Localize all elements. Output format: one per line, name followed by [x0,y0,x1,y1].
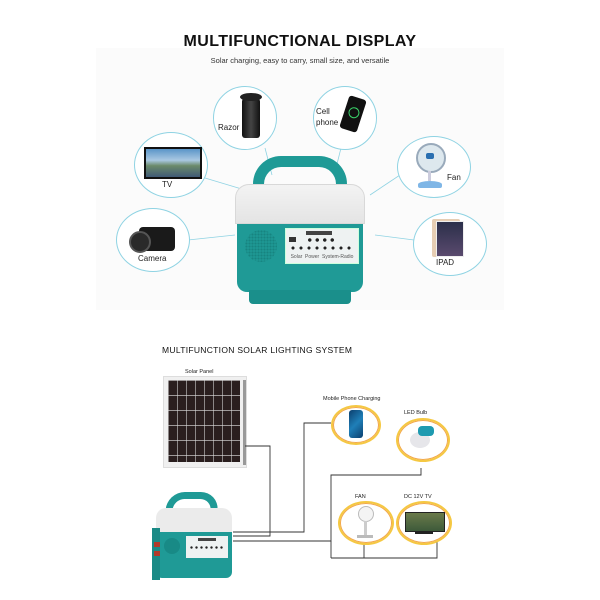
control-panel: Solar Power System-Radio [285,228,359,264]
load-label-mobile-phone-charging: Mobile Phone Charging [323,396,381,402]
section1-title: MULTIFUNCTIONAL DISPLAY [183,33,417,50]
solar-panel [163,376,247,468]
output-port-red-2 [154,551,160,556]
solar-power-unit: Solar Power System-Radio [235,152,365,307]
lamp-diffuser [235,184,365,224]
load-led-bulb [396,418,450,462]
razor-icon [242,96,260,138]
device-label-fan: Fan [447,173,461,182]
device-bubble-camera [116,208,190,272]
section1-subtitle: Solar charging, easy to carry, small siz… [210,56,390,65]
unit-stand [249,290,351,304]
device-bubble-ipad [413,212,487,276]
handle [253,156,347,192]
solar-panel-label: Solar Panel [185,369,214,375]
device-bubble-cell-phone [313,86,377,150]
speaker-grille [245,230,277,262]
solar-unit-small [152,490,234,582]
control-panel [186,536,228,558]
device-bubble-fan [397,136,471,198]
speaker-grille [164,538,180,554]
load-dc-tv [396,501,452,545]
standing-fan-icon [358,506,374,522]
device-label-camera: Camera [138,254,167,263]
bulb-icon [410,432,430,448]
load-label-led-bulb: LED Bulb [404,410,428,416]
device-bubble-tv [134,132,208,198]
load-fan [338,501,394,545]
device-label-razor: Razor [218,123,240,132]
smartphone-icon [349,410,363,438]
device-label-cell-phone: Cell phone [316,107,339,127]
load-label-fan: FAN [355,494,366,500]
razor-head-icon [240,93,262,101]
load-label-dc-tv: DC 12V TV [404,494,432,500]
tv-icon [144,147,202,179]
device-label-ipad: IPAD [436,258,455,267]
output-port-red-1 [154,542,160,547]
device-label-tv: TV [162,180,173,189]
load-mobile-phone-charging [331,405,381,445]
section2-title: MULTIFUNCTION SOLAR LIGHTING SYSTEM [162,345,353,355]
device-bubble-razor [213,86,277,150]
unit-panel-label: Solar Power System-Radio [290,254,354,260]
tv-icon [405,512,445,532]
